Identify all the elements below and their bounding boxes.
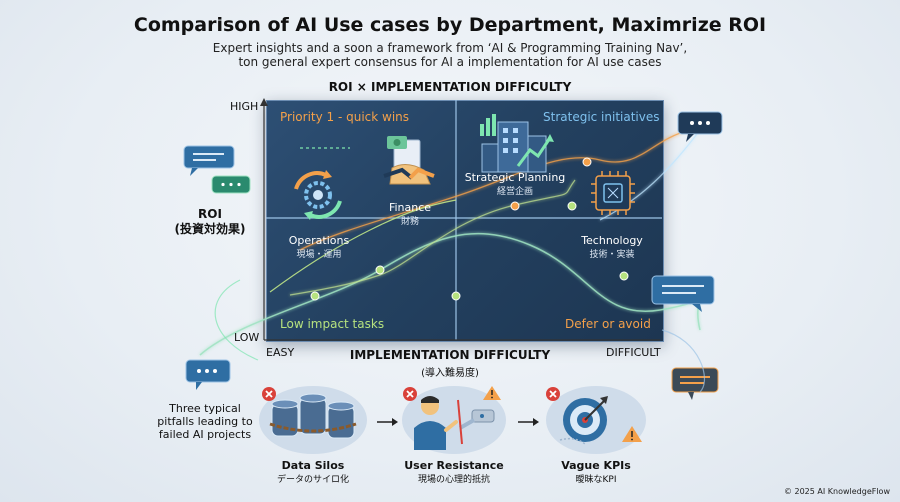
roi-label-jp: (投資対効果) bbox=[174, 222, 246, 236]
y-axis-high-label: HIGH bbox=[230, 100, 259, 113]
pitfall-data-silos: Data Silos データのサイロ化 bbox=[253, 459, 373, 485]
flow-curve-ops bbox=[269, 199, 457, 293]
node-dot bbox=[510, 201, 520, 211]
node-dot bbox=[619, 271, 629, 281]
quadrant-top-right-label: Strategic initiatives bbox=[543, 110, 660, 124]
department-technology: Technology 技術・実装 bbox=[570, 234, 654, 262]
node-dot bbox=[567, 201, 577, 211]
copyright-footer: © 2025 AI KnowledgeFlow bbox=[783, 487, 890, 496]
roi-difficulty-matrix bbox=[266, 100, 664, 342]
user-resistance-illustration bbox=[402, 386, 506, 454]
y-axis-low-label: LOW bbox=[234, 331, 260, 344]
department-label-jp: 現場・運用 bbox=[296, 250, 342, 260]
data-silos-illustration bbox=[259, 386, 367, 454]
matrix-title: ROI × IMPLEMENTATION DIFFICULTY bbox=[328, 80, 572, 94]
chat-bubble-icon bbox=[183, 145, 235, 176]
flow-curve-lime bbox=[289, 179, 576, 296]
chat-bubble-icon bbox=[677, 111, 723, 142]
subtitle-line-1: Expert insights and a soon a framework f… bbox=[212, 41, 688, 55]
x-axis-easy-label: EASY bbox=[266, 346, 295, 359]
pitfalls-intro: Three typical pitfalls leading to failed… bbox=[157, 402, 253, 441]
quadrant-top-left-label: Priority 1 - quick wins bbox=[280, 110, 410, 124]
page-title: Comparison of AI Use cases by Department… bbox=[133, 14, 767, 36]
pitfall-title: User Resistance bbox=[404, 459, 504, 472]
warning-x-icon bbox=[262, 387, 276, 401]
pitfall-vague-kpis: Vague KPIs 曖昧なKPI bbox=[536, 459, 656, 485]
gears-icon bbox=[294, 170, 342, 220]
quadrant-bottom-left-label: Low impact tasks bbox=[280, 317, 385, 331]
node-dot bbox=[451, 291, 461, 301]
department-label: Technology bbox=[581, 234, 643, 247]
warning-x-icon bbox=[403, 387, 417, 401]
department-label: Finance bbox=[388, 201, 432, 214]
department-strategic-planning: Strategic Planning 経営企画 bbox=[462, 171, 568, 199]
node-dot bbox=[582, 157, 592, 167]
department-label: Strategic Planning bbox=[464, 171, 566, 184]
y-axis-arrow-icon bbox=[260, 98, 268, 106]
x-axis-difficult-label: DIFFICULT bbox=[606, 346, 661, 359]
flow-curve-side bbox=[661, 329, 705, 393]
department-operations: Operations 現場・運用 bbox=[276, 234, 362, 262]
department-label-jp: 技術・実装 bbox=[589, 250, 635, 260]
chat-bubble-icon bbox=[185, 359, 231, 390]
building-chart-icon bbox=[480, 114, 554, 173]
warning-triangle-icon bbox=[622, 426, 642, 442]
roi-label: ROI bbox=[198, 207, 222, 221]
x-axis-title-jp: (導入難易度) bbox=[421, 368, 479, 379]
quadrant-bottom-right-label: Defer or avoid bbox=[565, 317, 651, 331]
arrow-right-icon bbox=[518, 418, 539, 426]
node-dot bbox=[310, 291, 320, 301]
department-label: Operations bbox=[288, 234, 350, 247]
subtitle-line-2: ton general expert consensus for AI a im… bbox=[238, 55, 662, 69]
finance-handshake-icon bbox=[383, 136, 435, 185]
pitfall-title-jp: 現場の心理的抵抗 bbox=[417, 475, 490, 485]
pitfall-title-jp: 曖昧なKPI bbox=[575, 475, 617, 485]
chat-bubble-icon bbox=[211, 175, 251, 194]
department-finance: Finance 財務 bbox=[370, 201, 450, 229]
pitfall-user-resistance: User Resistance 現場の心理的抵抗 bbox=[394, 459, 514, 485]
warning-triangle-icon bbox=[483, 386, 501, 400]
department-label-jp: 財務 bbox=[400, 217, 419, 227]
x-axis-title: IMPLEMENTATION DIFFICULTY bbox=[349, 348, 551, 362]
warning-x-icon bbox=[546, 387, 560, 401]
node-dot bbox=[375, 265, 385, 275]
arrow-right-icon bbox=[377, 418, 398, 426]
chat-bubble-icon bbox=[651, 275, 715, 312]
chip-icon bbox=[591, 171, 635, 215]
pitfall-title-jp: データのサイロ化 bbox=[276, 475, 349, 485]
department-label-jp: 経営企画 bbox=[496, 187, 533, 197]
pitfall-title: Data Silos bbox=[281, 459, 345, 472]
pitfall-title: Vague KPIs bbox=[561, 459, 631, 472]
flow-curve-side bbox=[214, 279, 259, 361]
vague-kpi-target-illustration bbox=[546, 386, 646, 454]
y-axis-title: ROI (投資対効果) bbox=[150, 207, 270, 237]
flow-curve-blue bbox=[599, 129, 701, 221]
